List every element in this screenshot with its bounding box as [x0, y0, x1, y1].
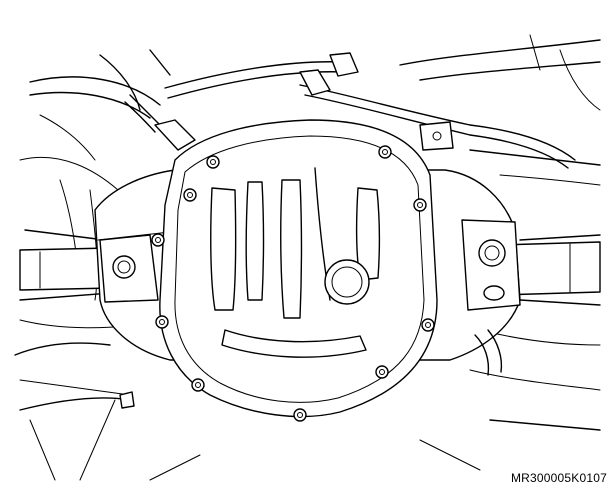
left-bracket	[100, 235, 158, 302]
cover-bolt	[207, 156, 219, 168]
cover-bolt	[376, 366, 388, 378]
right-bracket	[462, 220, 520, 310]
cover-bolt	[379, 146, 391, 158]
fill-plug	[325, 260, 369, 304]
lower-links	[120, 330, 501, 408]
cover-bolts	[152, 146, 434, 421]
cover-bolt	[152, 234, 164, 246]
drawing-code: MR300005K0107	[510, 471, 607, 485]
cover-bolt	[294, 409, 306, 421]
brake-lines	[125, 53, 575, 168]
differential-cover	[160, 120, 437, 417]
vent-bracket	[420, 122, 453, 150]
cover-bolt	[156, 316, 168, 328]
cover-bolt	[184, 189, 196, 201]
cover-bolt	[422, 319, 434, 331]
cover-bolt	[414, 199, 426, 211]
cover-bolt	[192, 379, 204, 391]
